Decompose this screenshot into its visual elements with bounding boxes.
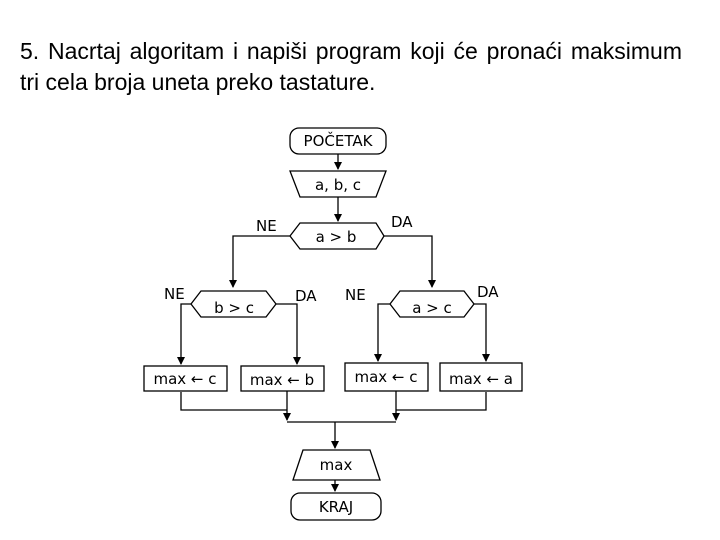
assign-b-label: max ← b [250,371,314,389]
decision-right-label: a > c [412,299,452,317]
decision-left-label: b > c [214,299,254,317]
output-label: max [320,456,353,474]
end-terminal [290,492,382,521]
decision-left-yes-label: DA [295,287,317,305]
task-text: 5. Nacrtaj algoritam i napiši program ko… [20,38,682,95]
output-shape [292,449,381,481]
assign-c-right-box [344,362,429,392]
input-shape [289,170,387,198]
input-label: a, b, c [315,176,361,194]
assign-a-box [439,362,523,392]
assign-c-left-box [143,365,228,392]
assign-b-box [240,365,325,392]
assign-a-label: max ← a [449,370,513,388]
decision-main [289,222,385,250]
connectors [177,154,490,492]
decision-right [389,290,475,318]
decision-main-no-label: NE [256,217,277,235]
decision-left-no-label: NE [164,285,185,303]
end-label: KRAJ [319,498,353,516]
decision-left [190,290,277,318]
decision-right-no-label: NE [345,286,366,304]
assign-c-right-label: max ← c [354,368,417,386]
decision-main-label: a > b [316,228,357,246]
start-label: POČETAK [304,131,374,150]
decision-right-yes-label: DA [477,283,499,301]
assign-c-left-label: max ← c [153,370,216,388]
decision-main-yes-label: DA [391,213,413,231]
start-terminal [289,127,387,155]
